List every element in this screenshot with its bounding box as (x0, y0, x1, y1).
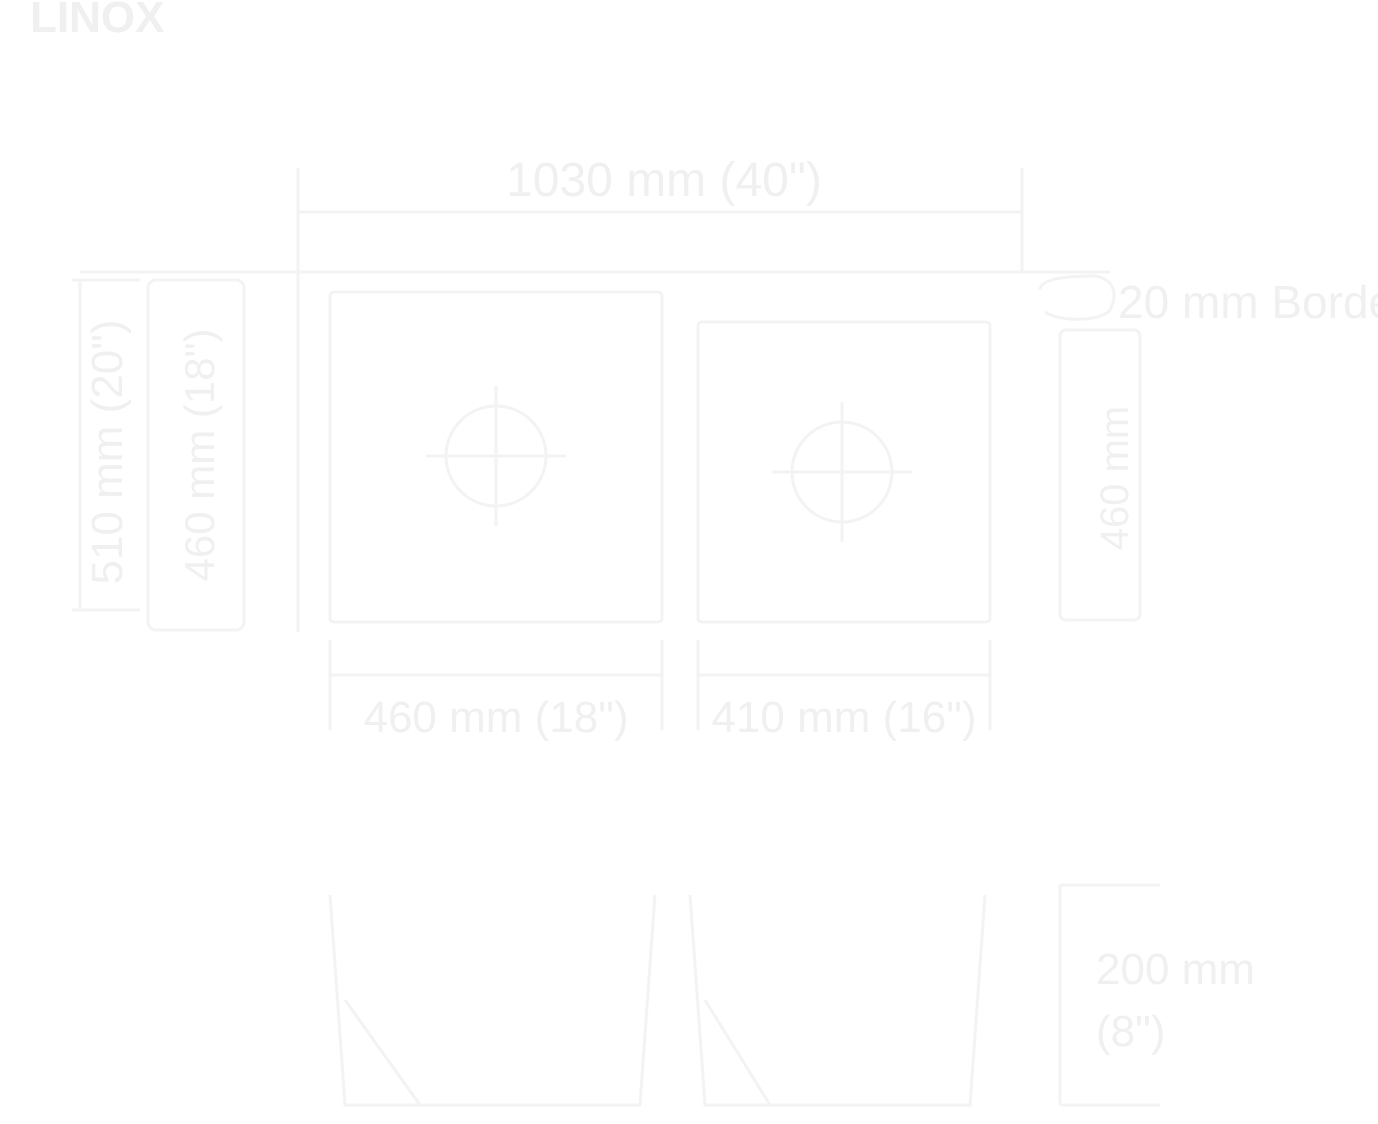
left-cutout (328, 290, 664, 624)
crosshair-icon (426, 386, 566, 526)
inner-height-label: 460 mm (18") (176, 329, 223, 582)
crosshair-icon (772, 402, 912, 542)
overall-height-label: 510 mm (20") (83, 319, 132, 584)
overall-height-dimension (72, 278, 140, 612)
brand-title: LINOX (30, 0, 164, 42)
depth-label: 200 mm (1096, 945, 1255, 994)
side-panel-label: 460 mm (1093, 406, 1137, 551)
top-view (72, 168, 1142, 730)
front-left-bin-inner (343, 999, 422, 1106)
inner-height-panel (146, 278, 246, 632)
right-cutout (696, 320, 992, 624)
front-left-bin (328, 894, 657, 1107)
border-ring (1038, 274, 1116, 321)
overall-width-dimension (296, 168, 1024, 272)
front-right-bin-inner (703, 999, 772, 1106)
border-label: 20 mm Border (1118, 276, 1378, 328)
cutout-width-dimensions (328, 640, 992, 730)
front-view (328, 883, 1160, 1107)
front-right-bin (688, 894, 987, 1107)
right-side-panel (1058, 328, 1142, 622)
overall-width-label: 1030 mm (40") (506, 154, 822, 207)
right-cutout-width-label: 410 mm (16") (711, 693, 976, 742)
depth-sub-label: (8") (1096, 1007, 1165, 1056)
left-cutout-width-label: 460 mm (18") (363, 693, 628, 742)
